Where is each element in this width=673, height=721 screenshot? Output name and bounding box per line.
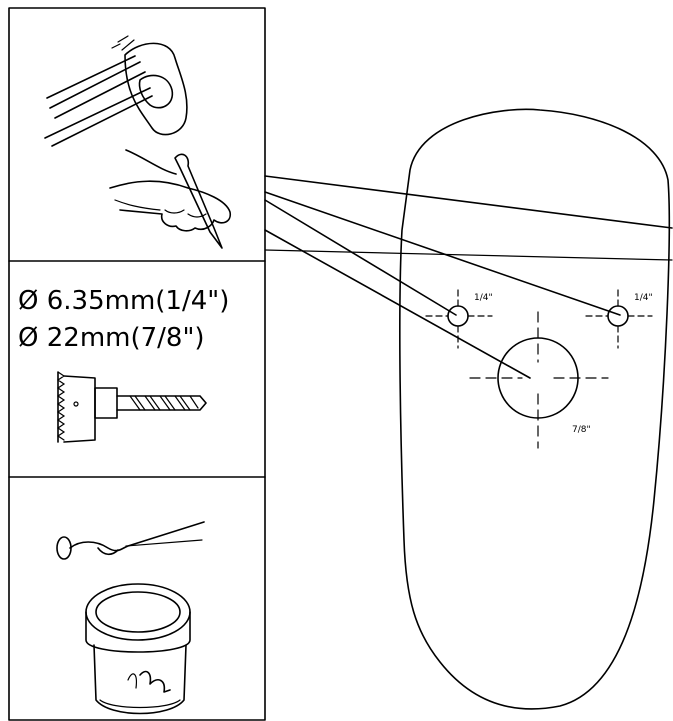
drill-size-1-label: Ø 6.35mm(1/4") bbox=[18, 286, 229, 316]
panel-seal bbox=[56, 521, 205, 715]
hammer-icon bbox=[44, 35, 188, 147]
panel-mark-holes bbox=[44, 35, 232, 249]
column-frame bbox=[8, 7, 266, 721]
hole-saw-drill-icon bbox=[56, 371, 207, 443]
sink-outline bbox=[399, 108, 671, 710]
hole-right bbox=[585, 289, 653, 349]
callout-lines bbox=[264, 175, 673, 379]
hole-right-label: 1/4" bbox=[634, 293, 653, 303]
hole-center bbox=[469, 311, 609, 449]
hole-left bbox=[425, 289, 493, 349]
sealant-cup-icon bbox=[85, 583, 191, 715]
hand-with-punch-icon bbox=[109, 149, 232, 249]
instruction-column bbox=[8, 7, 266, 721]
hole-center-label: 7/8" bbox=[572, 425, 591, 435]
hole-left-label: 1/4" bbox=[474, 293, 493, 303]
brush-icon bbox=[56, 521, 205, 560]
panel-drill: Ø 6.35mm(1/4") Ø 22mm(7/8") bbox=[18, 286, 229, 443]
sink-template: 1/4" 1/4" 7/8" bbox=[399, 108, 671, 710]
drill-size-2-label: Ø 22mm(7/8") bbox=[18, 323, 205, 353]
